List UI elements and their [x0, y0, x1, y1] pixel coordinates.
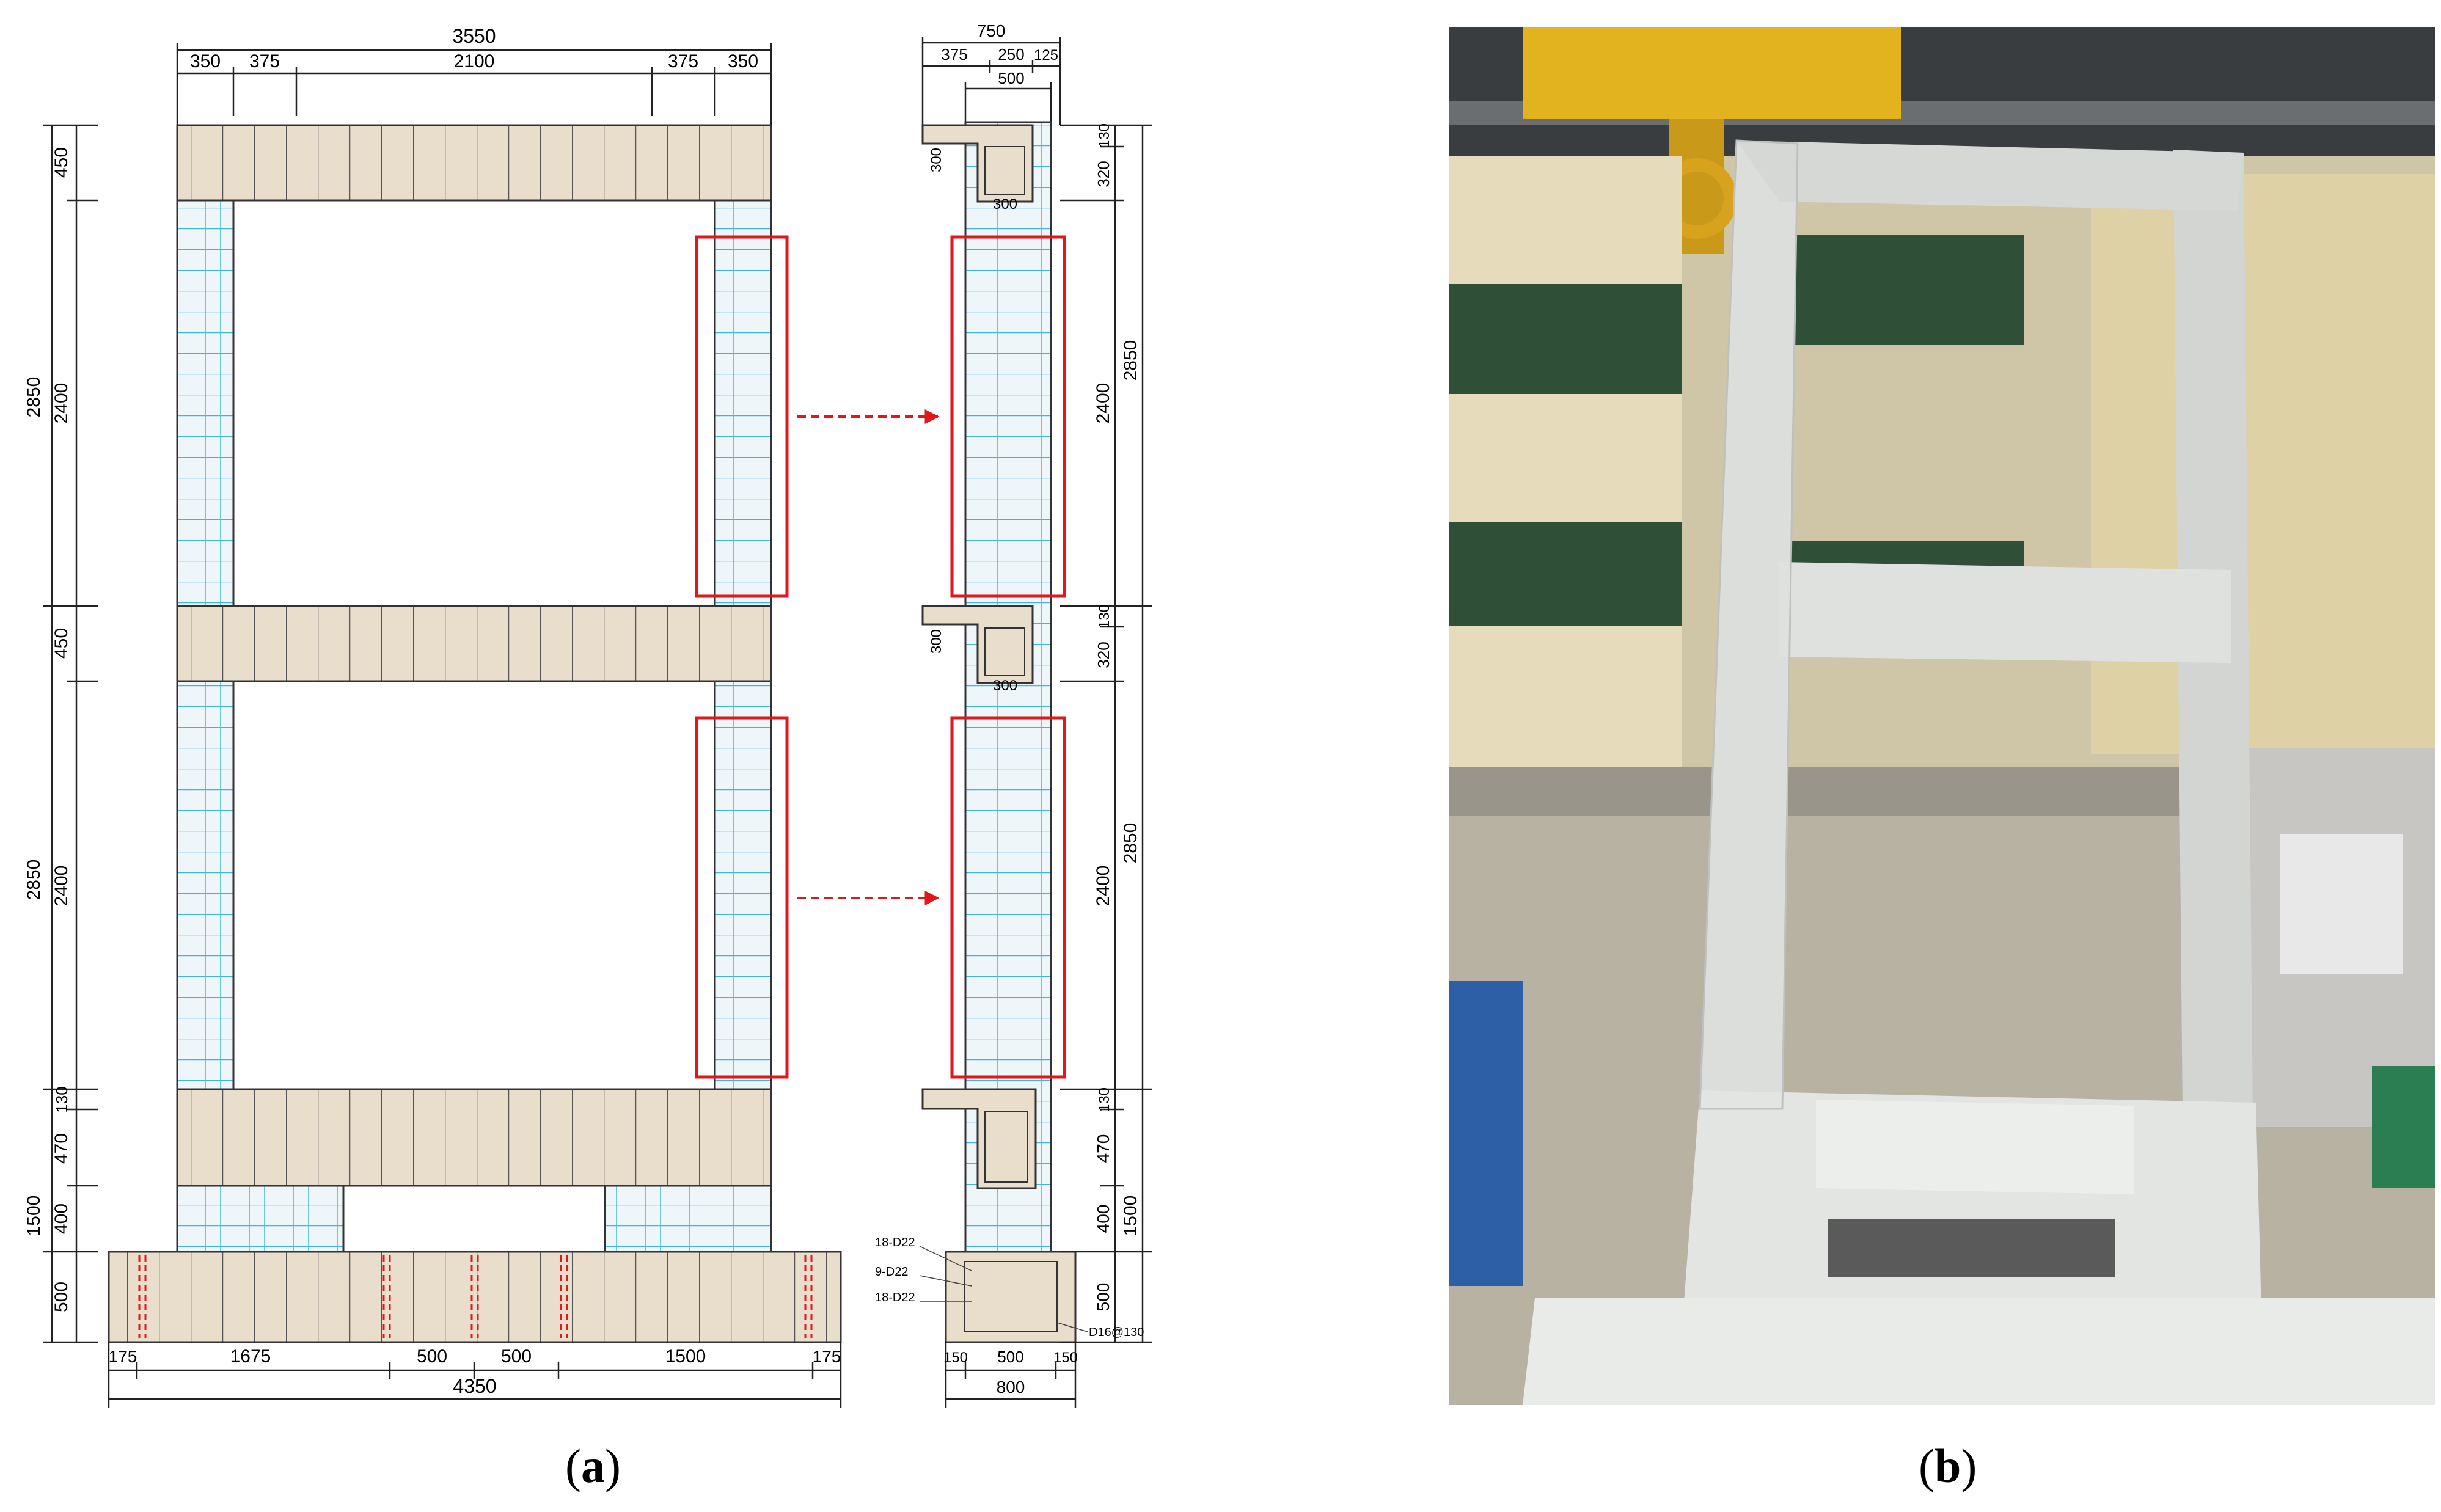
- dim-left-400: 400: [51, 1203, 71, 1234]
- rebar-label-4: D16@130: [1089, 1326, 1144, 1339]
- dim-bottom-1675: 1675: [230, 1346, 271, 1367]
- dim-left-470: 470: [51, 1133, 71, 1164]
- section-right-dimensions: [1060, 124, 1152, 1343]
- dim-left-450-top: 450: [51, 147, 71, 178]
- dim-section-bottom-800: 800: [997, 1378, 1025, 1397]
- dim-section-right-320-top: 320: [1094, 161, 1113, 187]
- dim-bottom-500-left: 500: [417, 1346, 447, 1367]
- section-foundation: [945, 1251, 1077, 1343]
- dim-beam-depth-mid: 300: [928, 629, 945, 654]
- dim-top-350-right: 350: [728, 51, 758, 71]
- dim-section-bottom-500: 500: [997, 1348, 1023, 1366]
- middle-beam: [176, 605, 772, 682]
- dim-left-1500: 1500: [24, 1196, 44, 1236]
- dim-section-right-130-mid: 130: [1096, 604, 1113, 629]
- dim-section-right-2400-upper: 2400: [1093, 383, 1113, 424]
- dim-top-375-right: 375: [668, 51, 698, 71]
- left-column: [176, 152, 235, 1254]
- dim-section-750: 750: [977, 21, 1006, 40]
- dim-bottom-175-right: 175: [813, 1347, 841, 1366]
- dim-top-2100: 2100: [454, 51, 495, 71]
- elevation-top-dimensions: [176, 43, 772, 125]
- highlight-upper-column: [695, 235, 789, 598]
- dim-left-2400-lower: 2400: [51, 866, 71, 907]
- section-view: [921, 121, 1077, 1343]
- dim-section-right-400: 400: [1094, 1205, 1113, 1233]
- dim-left-2850-lower: 2850: [24, 860, 44, 900]
- dim-bottom-500-right: 500: [501, 1346, 532, 1367]
- foundation: [108, 1251, 842, 1343]
- dim-top-3550: 3550: [452, 25, 496, 47]
- girder-opening: [342, 1185, 606, 1253]
- dim-beam-width-mid: 300: [993, 677, 1017, 694]
- dim-section-bottom-150-right: 150: [1053, 1349, 1078, 1366]
- structural-drawing: 3550 350 375 2100 375 350 450 2850 2400 …: [24, 21, 1152, 1408]
- upper-opening: [232, 199, 716, 611]
- dim-section-right-130-bottom: 130: [1096, 1087, 1113, 1112]
- dim-bottom-1500: 1500: [665, 1346, 706, 1367]
- dim-top-350-left: 350: [190, 51, 221, 71]
- dim-section-375: 375: [941, 45, 967, 64]
- dim-left-500: 500: [51, 1282, 71, 1312]
- dim-bottom-4350: 4350: [453, 1375, 496, 1397]
- specimen-photo: [1449, 27, 2435, 1405]
- dim-section-right-2850-lower: 2850: [1121, 823, 1141, 864]
- dim-left-2400-upper: 2400: [51, 383, 71, 424]
- lower-opening: [232, 680, 716, 1092]
- dim-section-bottom-150-left: 150: [943, 1349, 968, 1366]
- right-column: [714, 152, 772, 1254]
- dim-left-2850-upper: 2850: [24, 377, 44, 418]
- dim-section-250: 250: [998, 45, 1024, 64]
- dim-section-right-2400-lower: 2400: [1093, 866, 1113, 907]
- dim-left-130: 130: [53, 1086, 71, 1112]
- dim-section-125: 125: [1034, 47, 1058, 64]
- elevation-bottom-dimensions: [108, 1342, 842, 1408]
- section-middle-beam: [921, 605, 1034, 684]
- dim-section-right-500: 500: [1094, 1283, 1113, 1312]
- dim-beam-width-top: 300: [993, 196, 1017, 213]
- caption-b: (b): [1919, 1439, 1977, 1492]
- dim-section-right-2850-upper: 2850: [1121, 340, 1141, 381]
- dim-top-375-left: 375: [249, 51, 280, 71]
- section-top-beam: [921, 124, 1034, 203]
- dim-bottom-175-left: 175: [109, 1347, 137, 1366]
- left-pier: [176, 1185, 345, 1253]
- dim-section-right-320-mid: 320: [1094, 641, 1113, 668]
- frame-elevation: [108, 124, 940, 1343]
- section-girder: [921, 1088, 1037, 1189]
- section-highlight-upper: [950, 235, 1066, 598]
- rebar-label-3: 18-D22: [875, 1291, 915, 1304]
- section-bottom-dimensions: [945, 1342, 1077, 1408]
- dim-section-right-130-top: 130: [1096, 123, 1113, 148]
- section-highlight-lower: [950, 716, 1066, 1079]
- rebar-label-2: 9-D22: [875, 1265, 908, 1279]
- dim-beam-depth-top: 300: [928, 148, 945, 172]
- transfer-girder: [176, 1088, 772, 1187]
- dim-section-right-470: 470: [1094, 1134, 1113, 1163]
- right-pier: [604, 1185, 772, 1253]
- highlight-lower-column: [695, 716, 789, 1079]
- top-beam: [176, 124, 772, 202]
- dim-section-right-1500: 1500: [1121, 1196, 1141, 1236]
- dim-left-450-mid: 450: [51, 628, 71, 659]
- section-top-dimensions: [921, 37, 1061, 125]
- caption-a: (a): [565, 1439, 621, 1492]
- rebar-label-1: 18-D22: [875, 1236, 915, 1249]
- dim-section-500: 500: [998, 69, 1024, 87]
- elevation-left-dimensions: [43, 124, 98, 1343]
